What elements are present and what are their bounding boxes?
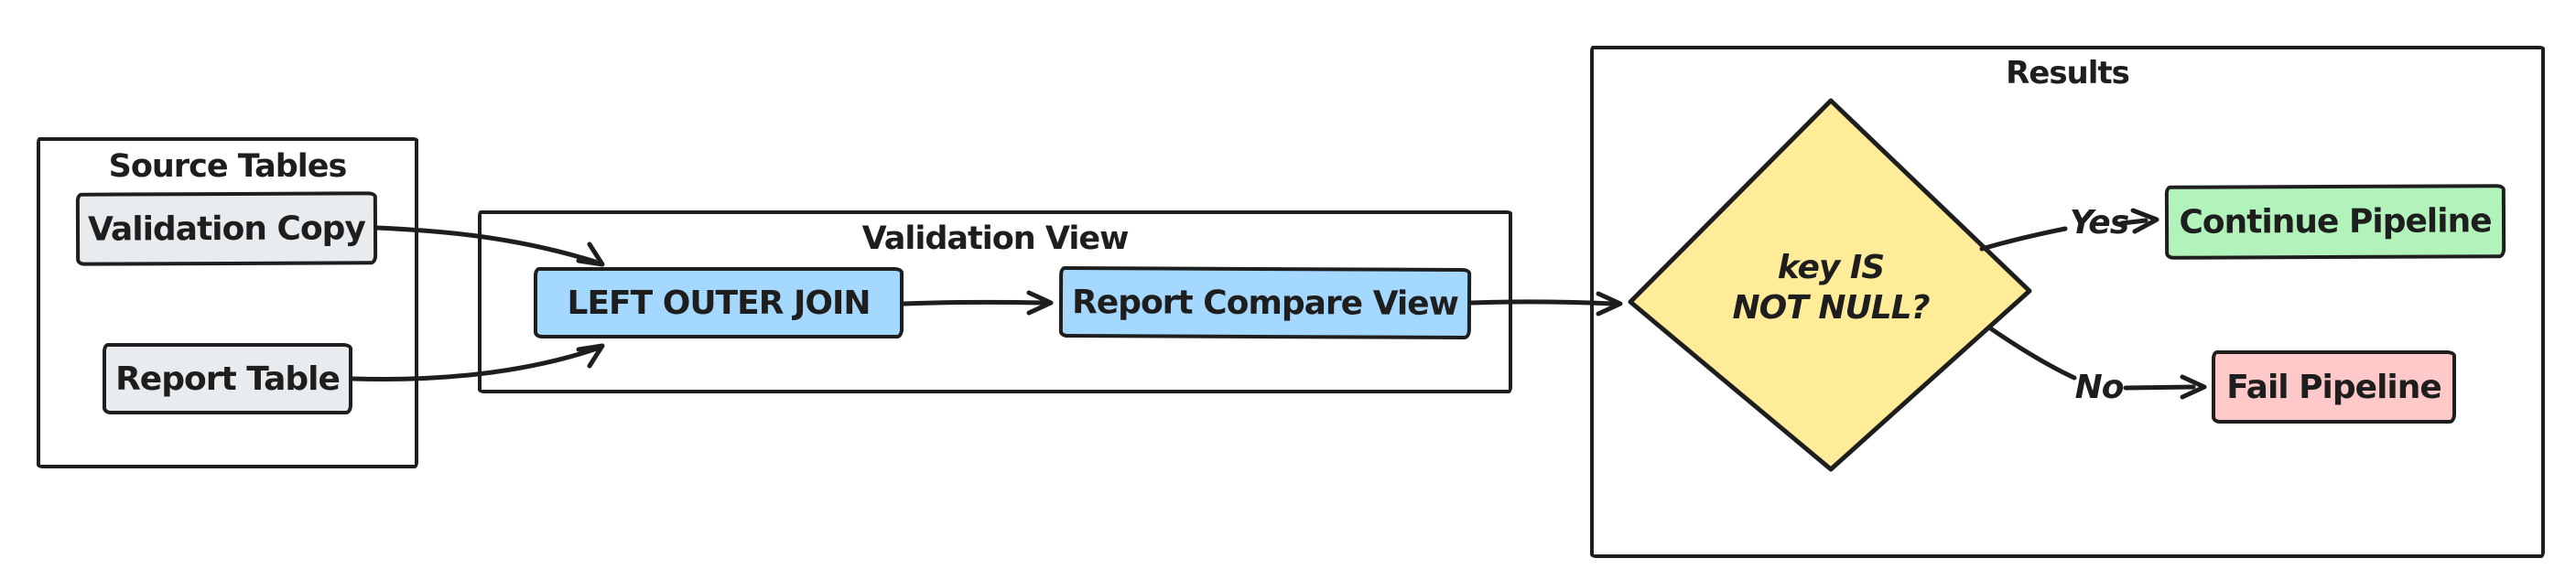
report-table-node: Report Table [103, 343, 352, 414]
validation-copy-node: Validation Copy [75, 191, 378, 266]
validation-view-group-label: Validation View [861, 220, 1130, 257]
fail-pipeline-label: Fail Pipeline [2226, 368, 2442, 406]
continue-pipeline-label: Continue Pipeline [2179, 202, 2492, 242]
left-outer-join-label: LEFT OUTER JOIN [567, 284, 871, 322]
yes-edge-label: Yes [2069, 204, 2129, 242]
results-group-label: Results [2006, 55, 2130, 91]
continue-pipeline-node: Continue Pipeline [2164, 184, 2506, 260]
decision-node-label: key IS NOT NULL? [1694, 229, 1968, 348]
report-table-label: Report Table [115, 360, 341, 398]
source-tables-group-label: Source Tables [108, 148, 348, 185]
source-tables-group [37, 137, 418, 468]
decision-label-line2: NOT NULL? [1732, 289, 1931, 327]
report-compare-view-node: Report Compare View [1058, 266, 1472, 339]
left-outer-join-node: LEFT OUTER JOIN [534, 267, 904, 338]
fail-pipeline-node: Fail Pipeline [2212, 350, 2456, 424]
validation-copy-label: Validation Copy [88, 209, 365, 249]
decision-label-line1: key IS [1777, 249, 1885, 286]
no-edge-label: No [2074, 369, 2125, 406]
report-compare-view-label: Report Compare View [1072, 283, 1458, 323]
